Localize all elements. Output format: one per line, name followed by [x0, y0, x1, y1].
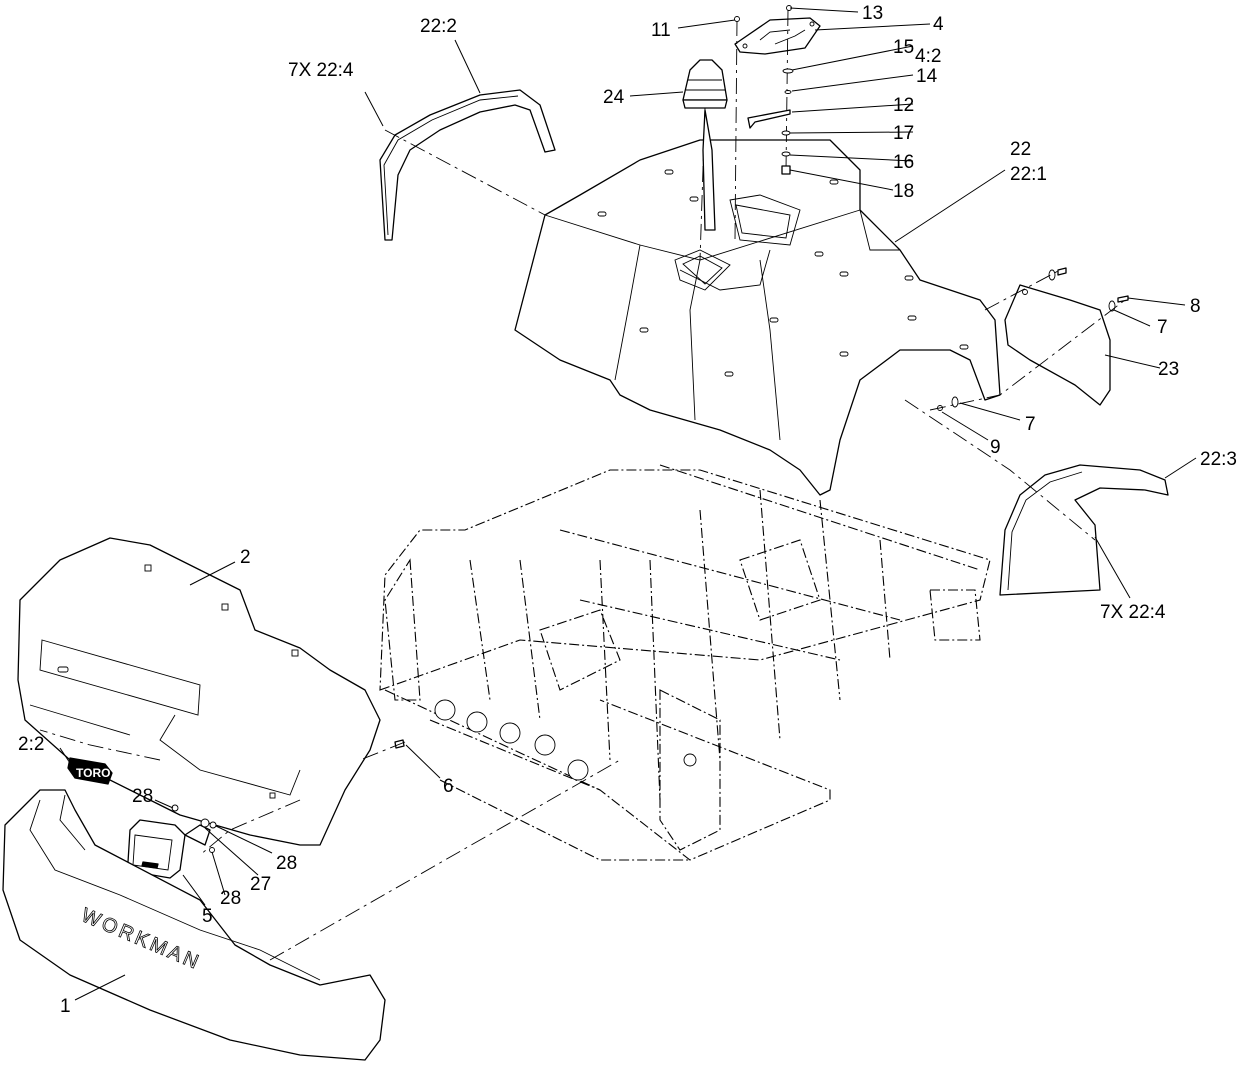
- callout-7x-22-4-right: 7X 22:4: [1100, 602, 1166, 623]
- main-hood: [514, 139, 1001, 496]
- callout-18: 18: [893, 181, 914, 202]
- callout-28-a: 28: [132, 786, 153, 807]
- callout-23: 23: [1158, 359, 1179, 380]
- callout-17: 17: [893, 123, 914, 144]
- callout-7-b: 7: [1025, 414, 1036, 435]
- headlight: [127, 804, 217, 879]
- callout-7x-22-4-top: 7X 22:4: [288, 60, 354, 81]
- callout-22: 22: [1010, 139, 1031, 160]
- fender-flare-right: [999, 464, 1169, 596]
- front-hood-panel: [17, 537, 381, 846]
- callout-1: 1: [60, 996, 71, 1017]
- chassis-holes: [434, 699, 697, 781]
- badge-text: TORO: [76, 766, 110, 780]
- callout-13: 13: [862, 3, 883, 24]
- callout-2: 2: [240, 547, 251, 568]
- fastener-stack: [734, 5, 794, 175]
- alignment-lines: [39, 129, 1126, 961]
- side-panel: [937, 267, 1129, 411]
- callout-5: 5: [202, 906, 213, 927]
- callout-12: 12: [893, 95, 914, 116]
- callout-22-2: 22:2: [420, 16, 457, 37]
- front-bumper: WORKMAN: [2, 789, 386, 1061]
- shift-boot: [682, 59, 728, 261]
- callout-9: 9: [990, 437, 1001, 458]
- callout-15-label: 15: [893, 37, 914, 58]
- fender-flare-left: [379, 89, 556, 241]
- callout-22-1: 22:1: [1010, 164, 1047, 185]
- callout-11: 11: [651, 20, 671, 41]
- callout-2-2: 2:2: [18, 734, 44, 755]
- callout-24: 24: [603, 87, 625, 108]
- chassis-frame: [379, 464, 991, 861]
- callout-14: 14: [916, 66, 938, 87]
- hood-slots: [597, 169, 969, 377]
- callout-27: 27: [250, 874, 271, 895]
- callout-16: 16: [893, 152, 914, 173]
- callout-28-c: 28: [220, 888, 241, 909]
- callout-6: 6: [443, 776, 454, 797]
- shift-plate: [734, 9, 821, 241]
- callout-4: 4: [933, 14, 944, 35]
- callout-22-3: 22:3: [1200, 449, 1237, 470]
- toro-badge: TORO: [67, 757, 113, 785]
- callout-labels: 13 11 4 4:2 15 14 24 12 17 16 18 22 22:1…: [18, 3, 1237, 1017]
- leader-lines: [59, 7, 1197, 1001]
- callout-4-2: 4:2: [915, 46, 941, 67]
- callout-8: 8: [1190, 296, 1201, 317]
- callout-7-a: 7: [1157, 317, 1168, 338]
- callout-28-b: 28: [276, 853, 297, 874]
